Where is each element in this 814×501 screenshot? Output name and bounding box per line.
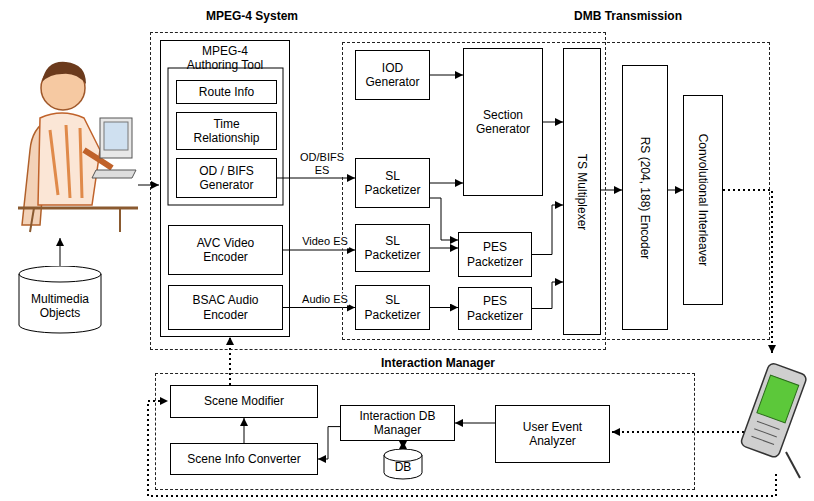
connector-arrow: [532, 282, 563, 309]
node-label: SL Packetizer: [360, 234, 425, 263]
node-label: PES Packetizer: [463, 240, 527, 269]
node-label: Convolutional Interleaver: [696, 134, 710, 267]
transmission-region: RS (204, 188) Encoder Convolutional Inter…: [342, 42, 770, 340]
stream-label: Video ES: [301, 235, 349, 248]
node-label: SL Packetizer: [360, 169, 425, 198]
process-box: Route Info: [176, 80, 277, 104]
connector-arrow: [229, 337, 231, 385]
connector-arrow: [318, 427, 340, 459]
process-box: User Event Analyzer: [495, 405, 610, 463]
node-label: DB: [395, 461, 412, 475]
node-label: BSAC Audio Encoder: [181, 293, 270, 322]
encoder-bar: RS (204, 188) Encoder: [622, 65, 668, 330]
connector-arrow: [403, 441, 404, 449]
flow-arrow: [60, 238, 61, 266]
node-label: MPEG-4 Authoring Tool: [175, 44, 275, 73]
process-box: Interaction DB Manager: [340, 405, 455, 441]
process-box: SL Packetizer: [355, 285, 430, 330]
system-region: Route InfoTime Relationship OD / BIFS Gen…: [150, 32, 606, 350]
node-label: Scene Info Converter: [187, 452, 300, 466]
storage-cylinder: Multimedia Objects: [18, 266, 102, 334]
node-label: PES Packetizer: [463, 294, 527, 323]
process-box: Section Generator: [463, 48, 543, 196]
process-box: Time Relationship: [176, 112, 277, 150]
cylinder-body: [384, 449, 422, 479]
connector-arrow: [455, 423, 495, 424]
connector-arrow: [543, 122, 563, 123]
cylinder-body: [19, 266, 101, 333]
connector-arrow: [283, 250, 355, 251]
process-box: OD / BIFS Generator: [176, 158, 277, 198]
node-label: RS (204, 188) Encoder: [638, 136, 652, 259]
process-box: AVC Video Encoder: [168, 225, 283, 275]
node-label: SL Packetizer: [360, 293, 425, 322]
manager-region: Scene ModifierScene Info Converter Intera…: [155, 373, 695, 490]
region-heading: Interaction Manager: [378, 356, 498, 370]
node-label: OD / BIFS Generator: [189, 164, 264, 193]
connector-arrow: [601, 190, 622, 191]
stream-label: Audio ES: [301, 293, 349, 306]
group-frame: [168, 68, 283, 205]
multiplexer-bar: TS Multiplexer: [563, 48, 601, 335]
handheld-terminal: [740, 362, 808, 458]
connector-arrow: [430, 75, 463, 76]
node-label: Route Info: [199, 85, 254, 99]
process-box: SL Packetizer: [355, 158, 430, 208]
broadcast-link: [723, 190, 772, 353]
database-cylinder: DB: [383, 449, 423, 480]
node-label: Interaction DB Manager: [349, 409, 446, 438]
process-box: SL Packetizer: [355, 224, 430, 272]
process-box: Scene Info Converter: [170, 443, 318, 475]
connector-arrow: [532, 205, 563, 255]
node-label: IOD Generator: [360, 61, 425, 90]
interleaver-bar: Convolutional Interleaver: [683, 95, 723, 305]
connector-arrow: [244, 418, 245, 443]
process-box: PES Packetizer: [458, 287, 532, 330]
author-illustration: [18, 62, 138, 232]
flow-arrow: [138, 185, 159, 186]
connector-arrow: [430, 198, 458, 240]
node-label: User Event Analyzer: [510, 420, 595, 449]
node-label: AVC Video Encoder: [183, 236, 268, 265]
node-label: Multimedia Objects: [18, 293, 102, 321]
node-label: Section Generator: [468, 108, 538, 137]
stylus: [786, 452, 800, 478]
process-box: PES Packetizer: [458, 232, 532, 277]
region-heading: MPEG-4 System: [203, 9, 301, 23]
connector-arrow: [430, 248, 458, 249]
connector-arrow: [277, 178, 355, 179]
node-label: Time Relationship: [191, 117, 262, 146]
process-box: IOD Generator: [355, 50, 430, 100]
connector-arrow: [430, 183, 463, 184]
user-event-link: [612, 431, 744, 433]
node-label: TS Multiplexer: [575, 153, 589, 230]
node-label: Scene Modifier: [204, 394, 284, 408]
connector-arrow: [430, 307, 458, 308]
region-heading: DMB Transmission: [571, 9, 685, 23]
process-box: Scene Modifier: [170, 385, 318, 418]
connector-arrow: [668, 190, 683, 191]
connector-arrow: [283, 307, 355, 308]
process-box: BSAC Audio Encoder: [168, 285, 283, 330]
tool-box: Route InfoTime Relationship OD / BIFS Gen…: [160, 40, 290, 337]
cylinder-rim: [19, 274, 101, 282]
stream-label: OD/BIFS ES: [297, 151, 347, 176]
